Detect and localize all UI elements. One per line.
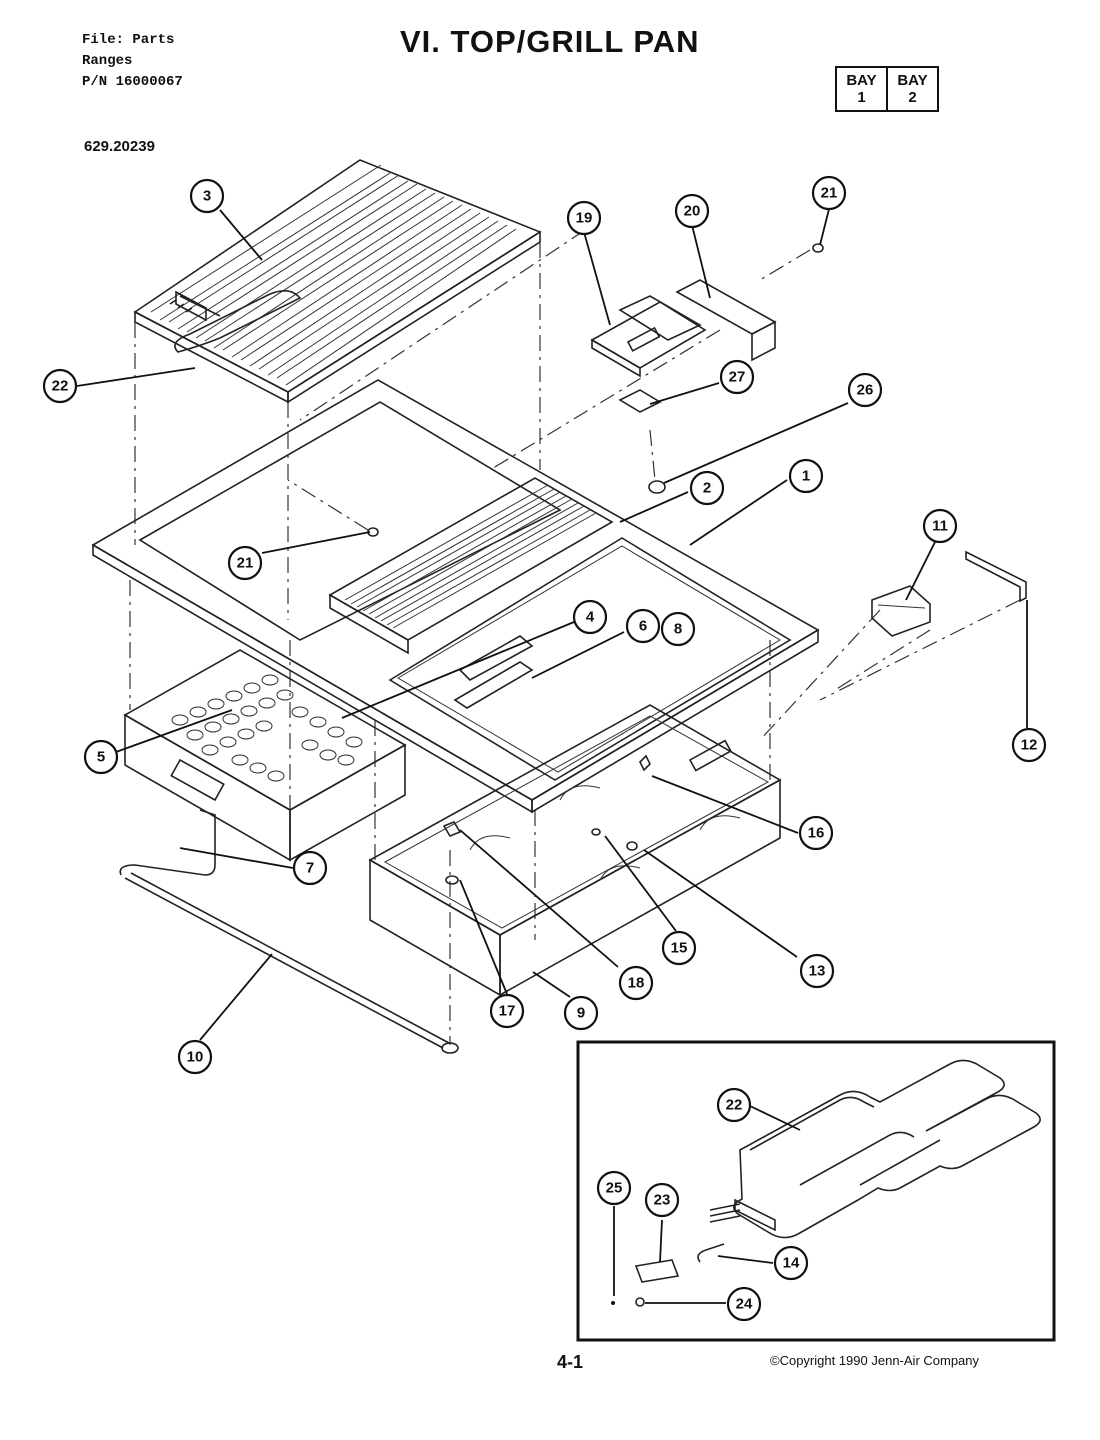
- cooktop-frame: [91, 379, 820, 814]
- callout-15-label: 15: [671, 940, 688, 957]
- callout-26-label: 26: [857, 382, 874, 399]
- callout-22-main: 22: [42, 368, 78, 404]
- callout-25: 25: [596, 1170, 632, 1206]
- model-number: 629.20239: [84, 138, 155, 155]
- callout-18: 18: [618, 965, 654, 1001]
- callout-14: 14: [773, 1245, 809, 1281]
- callout-14-label: 14: [783, 1255, 800, 1272]
- callout-27-label: 27: [729, 369, 746, 386]
- callout-19: 19: [566, 200, 602, 236]
- callout-22-inset: 22: [716, 1087, 752, 1123]
- bay-2-number: 2: [908, 89, 917, 106]
- bay-box: BAY 1 BAY 2: [835, 66, 939, 112]
- callout-16-label: 16: [808, 825, 825, 842]
- callout-22-inset-label: 22: [726, 1097, 743, 1114]
- callout-4-label: 4: [586, 609, 595, 626]
- callout-5-label: 5: [97, 749, 105, 766]
- callout-9: 9: [563, 995, 599, 1031]
- callout-9-label: 9: [577, 1005, 585, 1022]
- callout-17-label: 17: [499, 1003, 516, 1020]
- file-line: File: Parts: [82, 32, 175, 48]
- ranges-line: Ranges: [82, 53, 133, 69]
- callout-16: 16: [798, 815, 834, 851]
- copyright-notice: ©Copyright 1990 Jenn-Air Company: [770, 1353, 980, 1368]
- callout-6: 6: [625, 608, 661, 644]
- page-title: VI. TOP/GRILL PAN: [400, 24, 700, 59]
- callout-19-label: 19: [576, 210, 593, 227]
- callout-13: 13: [799, 953, 835, 989]
- bay-1-label: BAY: [846, 72, 877, 89]
- callout-3: 3: [189, 178, 225, 214]
- callout-12: 12: [1011, 727, 1047, 763]
- callout-26: 26: [847, 372, 883, 408]
- callout-10: 10: [177, 1039, 213, 1075]
- callout-21-left: 21: [227, 545, 263, 581]
- grill-strip: [453, 635, 534, 709]
- callout-25-label: 25: [606, 1180, 623, 1197]
- callout-8: 8: [660, 611, 696, 647]
- callout-11: 11: [922, 508, 958, 544]
- callout-15: 15: [661, 930, 697, 966]
- callout-27: 27: [719, 359, 755, 395]
- terminal-block: [871, 585, 931, 637]
- callout-23: 23: [644, 1182, 680, 1218]
- callout-1: 1: [788, 458, 824, 494]
- callout-24-label: 24: [736, 1296, 753, 1313]
- callout-2: 2: [689, 470, 725, 506]
- callout-7: 7: [292, 850, 328, 886]
- callout-21-top-label: 21: [821, 185, 838, 202]
- callout-18-label: 18: [628, 975, 645, 992]
- bay-1-number: 1: [857, 89, 866, 106]
- callout-23-label: 23: [654, 1192, 671, 1209]
- callout-6-label: 6: [639, 618, 647, 635]
- callout-21-top: 21: [811, 175, 847, 211]
- switch-bracket: [590, 279, 777, 413]
- callout-4: 4: [572, 599, 608, 635]
- callout-8-label: 8: [674, 621, 682, 638]
- callout-12-label: 12: [1021, 737, 1038, 754]
- part-number-line: P/N 16000067: [82, 74, 183, 90]
- callout-7-label: 7: [306, 860, 314, 877]
- rock-tray: [123, 649, 407, 862]
- callout-11-label: 11: [932, 518, 948, 535]
- page-number: 4-1: [557, 1352, 584, 1372]
- callout-10-label: 10: [187, 1049, 204, 1066]
- bay-2-label: BAY: [897, 72, 928, 89]
- callout-17: 17: [489, 993, 525, 1029]
- mount-bracket: [965, 550, 1027, 603]
- grill-pan: [368, 704, 782, 997]
- drain-tube: [119, 809, 459, 1054]
- callout-1-label: 1: [802, 468, 810, 485]
- callout-5: 5: [83, 739, 119, 775]
- bay-cell-2: BAY 2: [886, 68, 937, 110]
- element-inset: [576, 1040, 1056, 1342]
- file-header: File: Parts Ranges P/N 16000067: [82, 30, 183, 93]
- callout-22-main-label: 22: [52, 378, 69, 395]
- callout-3-label: 3: [203, 188, 211, 205]
- bay-cell-1: BAY 1: [837, 68, 886, 110]
- callout-20-label: 20: [684, 203, 701, 220]
- alignment-lines: [129, 229, 1021, 1045]
- hardware: [367, 243, 824, 885]
- callout-13-label: 13: [809, 963, 826, 980]
- grill-grate: [133, 159, 542, 404]
- callout-2-label: 2: [703, 480, 711, 497]
- callout-24: 24: [726, 1286, 762, 1322]
- callout-20: 20: [674, 193, 710, 229]
- small-grate: [328, 477, 614, 655]
- callout-21-left-label: 21: [237, 555, 254, 572]
- leader-lines: [76, 208, 1028, 1304]
